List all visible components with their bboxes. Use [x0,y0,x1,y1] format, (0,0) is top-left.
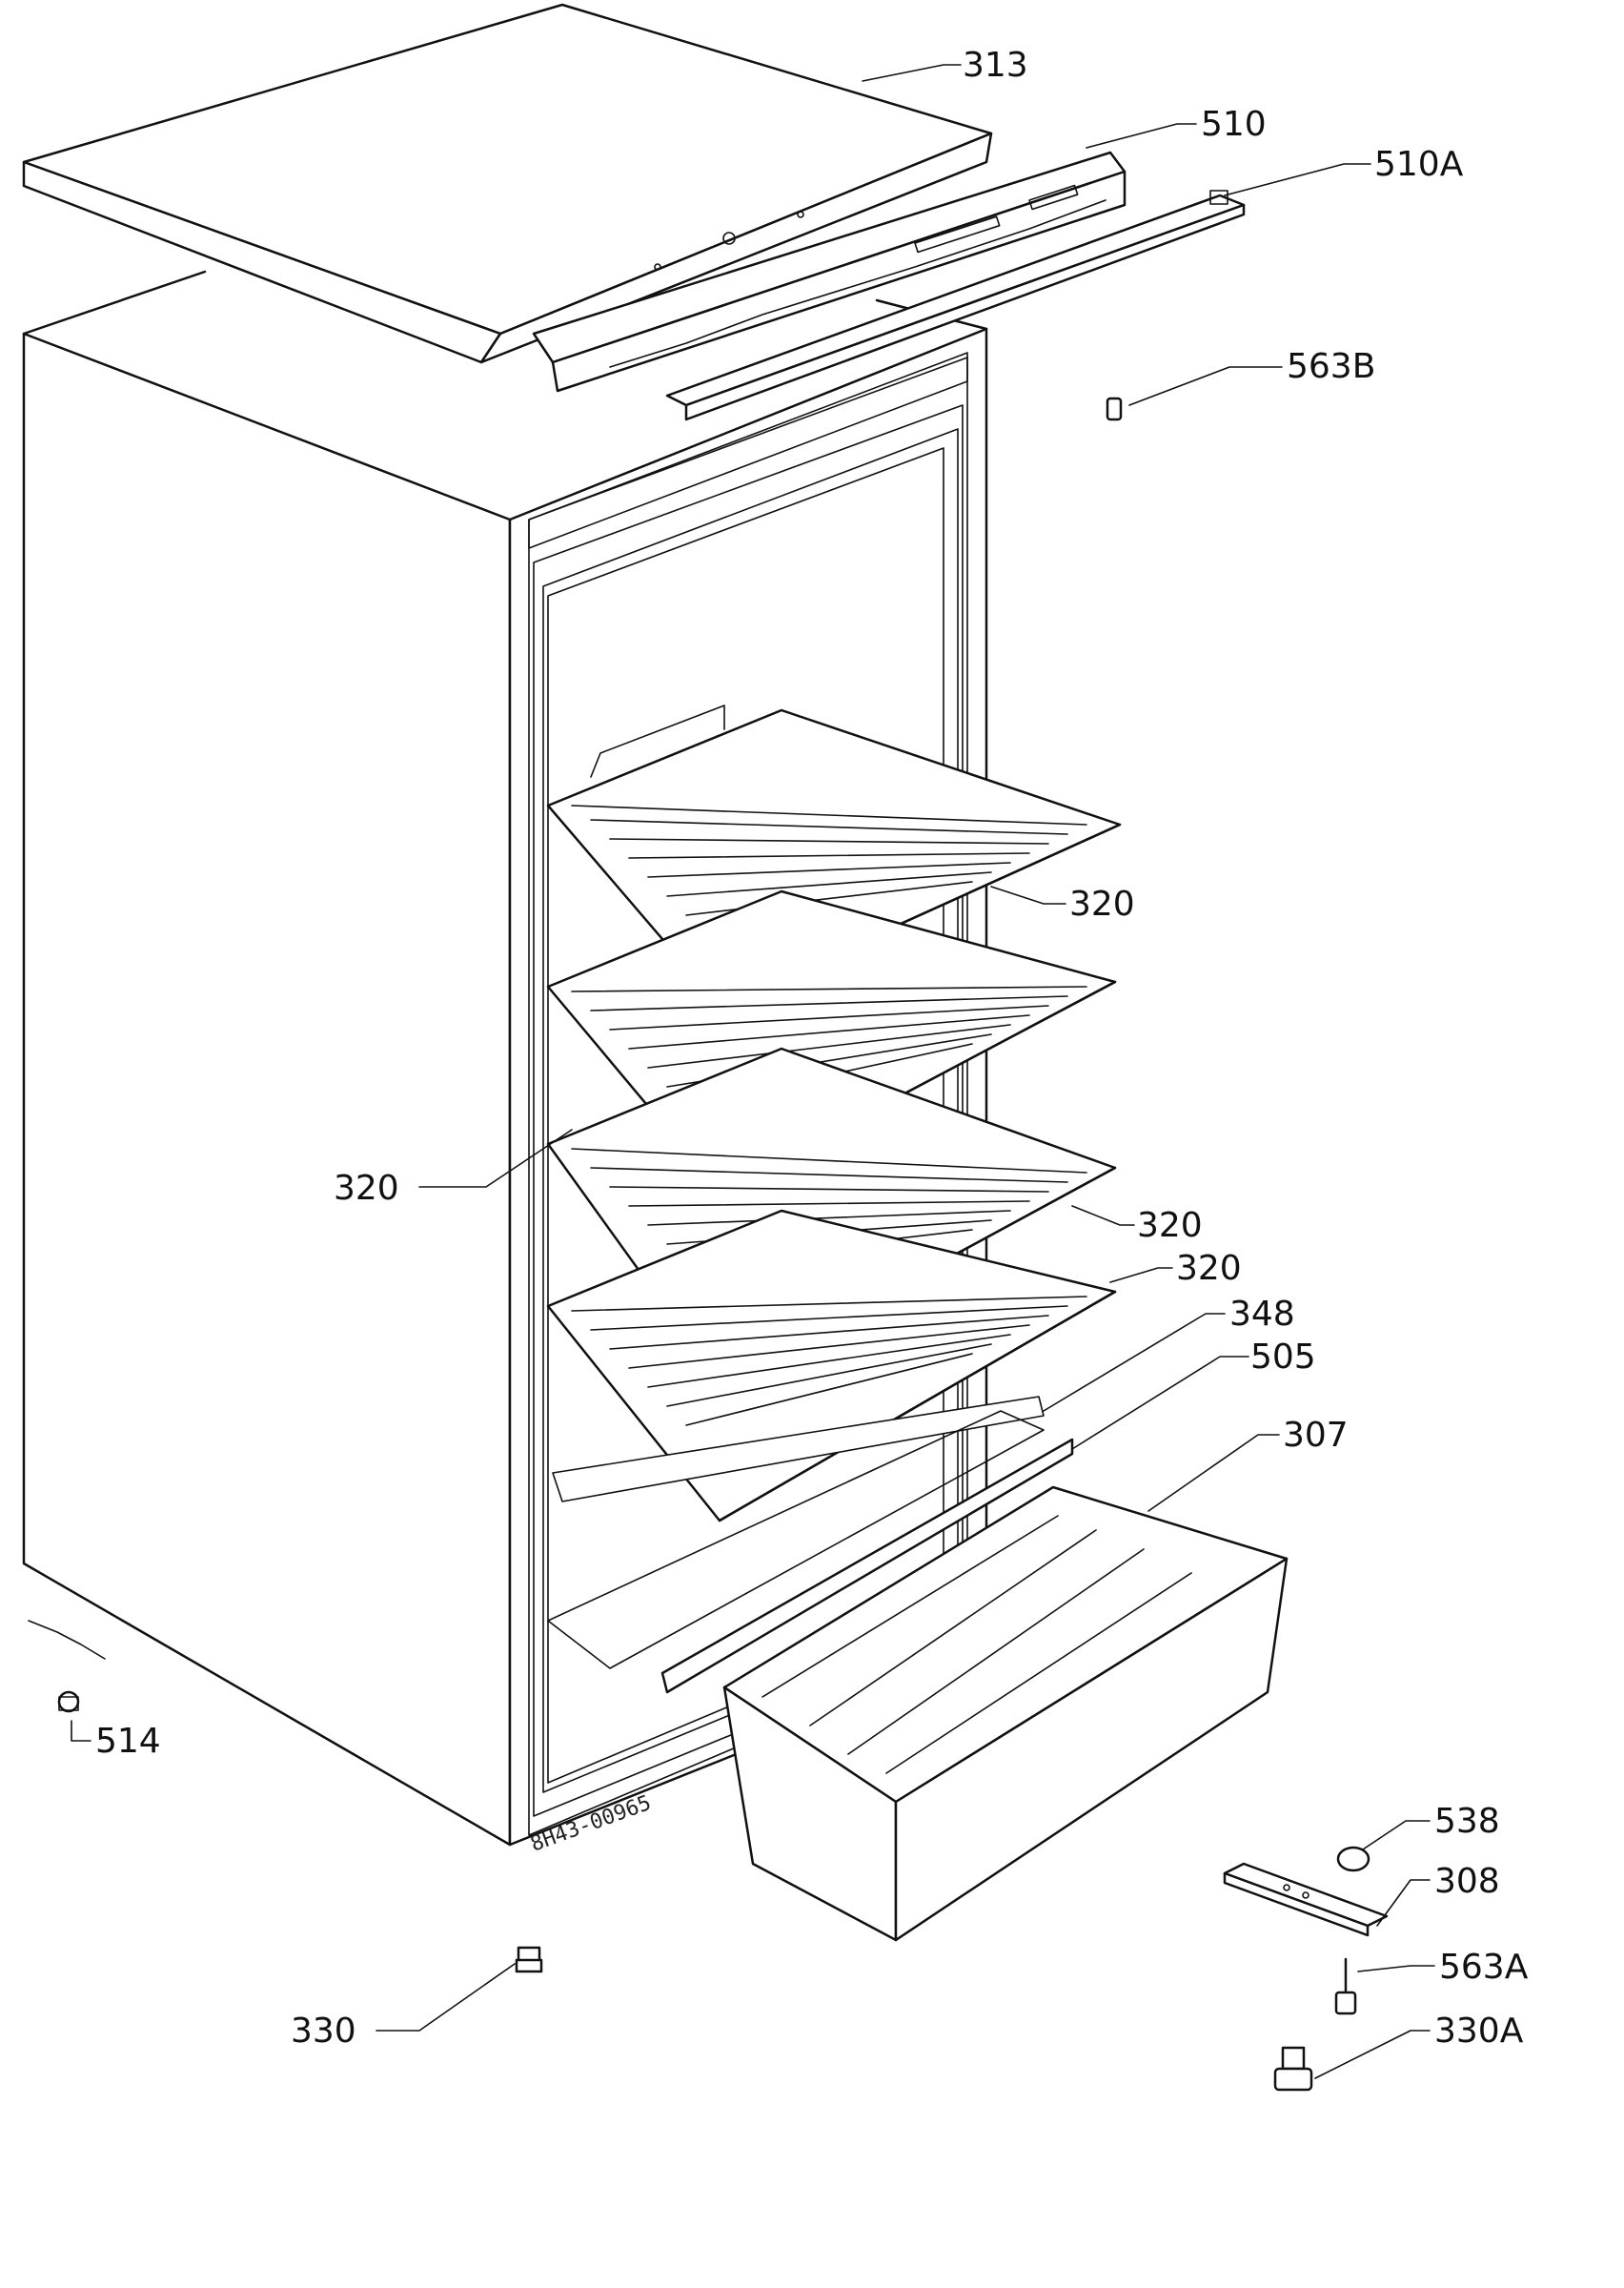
glass-plate-348 [547,1396,1045,1669]
control-panel-510 [532,151,1127,393]
callout-505: 505 [1250,1338,1316,1377]
callout-330a: 330A [1434,2012,1524,2051]
foot-330a [1273,2046,1313,2092]
callout-563b: 563B [1287,347,1375,386]
callout-538: 538 [1434,1802,1500,1841]
callout-308: 308 [1434,1862,1500,1901]
leader-lines [71,64,1435,2079]
callout-313: 313 [963,46,1028,85]
plug-563b [1106,397,1123,421]
callout-330: 330 [291,2012,356,2051]
hinge-plate-308 [1223,1862,1389,1937]
strip-505 [660,1438,1074,1694]
callout-510: 510 [1201,105,1267,144]
callout-320-2: 320 [334,1169,399,1208]
callout-320-1: 320 [1069,885,1135,924]
callout-307: 307 [1283,1416,1349,1455]
shelf-320-4 [546,1209,1117,1522]
foot-514 [28,1620,106,1713]
callout-563a: 563A [1439,1948,1529,1987]
foot-330 [515,1946,543,1973]
callout-348: 348 [1229,1295,1295,1334]
drawer-307 [722,1485,1289,1942]
callout-320-3: 320 [1137,1206,1203,1245]
callout-514: 514 [95,1722,161,1761]
pin-563a [1334,1957,1357,2015]
part-538 [1336,1846,1370,1872]
callout-510a: 510A [1374,145,1464,184]
top-lid-313 [22,3,993,364]
strip-510a [665,190,1246,421]
callout-320-4: 320 [1176,1249,1242,1288]
